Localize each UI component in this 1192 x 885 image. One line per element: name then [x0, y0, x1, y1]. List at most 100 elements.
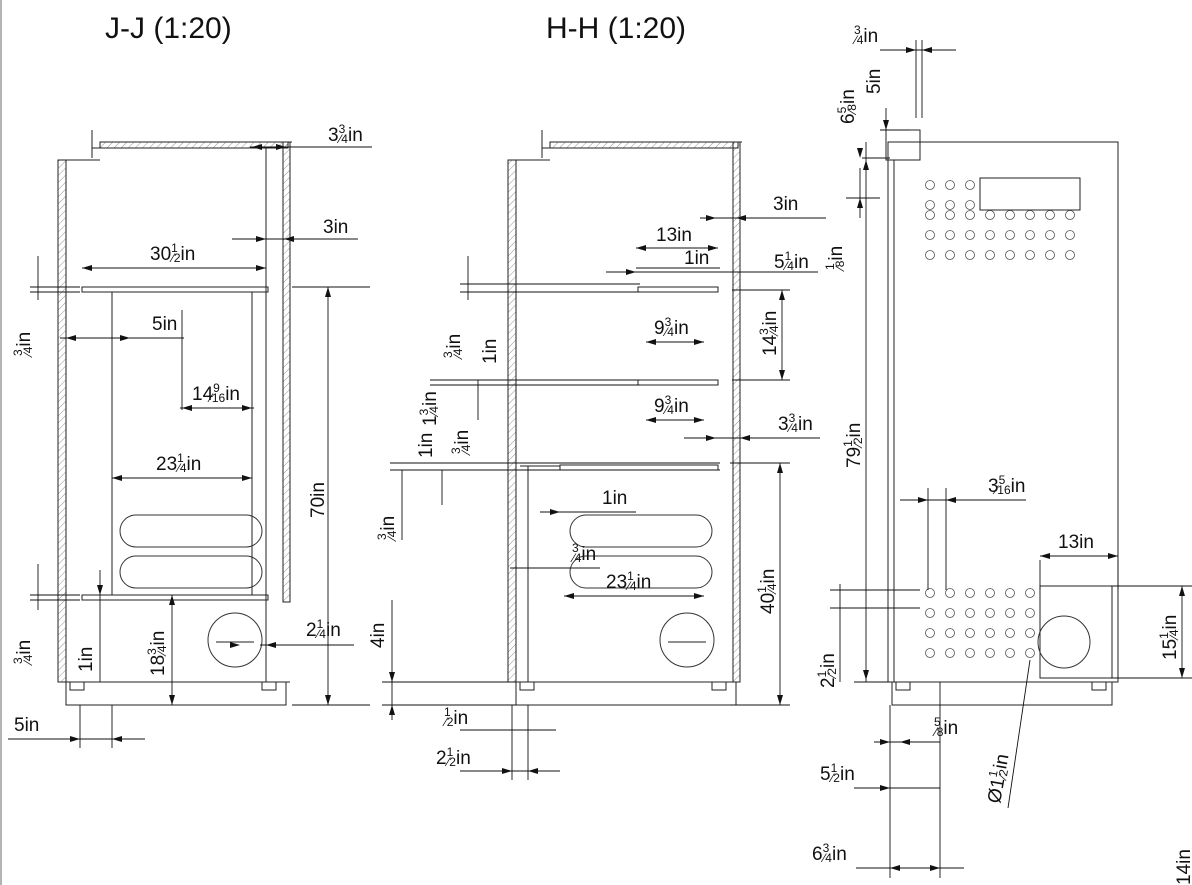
vent-hole	[945, 200, 955, 210]
front-view-cabinet	[885, 129, 1119, 706]
vent-hole	[925, 608, 935, 618]
vent-hole	[965, 628, 975, 638]
vent-hole	[1045, 250, 1055, 260]
vent-hole	[985, 230, 995, 240]
dim-jj-inset: 5in	[152, 314, 177, 335]
vent-hole	[1065, 250, 1075, 260]
dim-hh-lip: 1in	[684, 248, 709, 269]
vent-hole	[925, 200, 935, 210]
vent-hole	[1005, 250, 1015, 260]
vent-hole	[1025, 230, 1035, 240]
view-title-jj: J-J (1:20)	[105, 12, 232, 45]
dim-side-hole-row: 21⁄2in	[815, 653, 839, 688]
port-circle	[659, 612, 715, 668]
vent-hole	[1005, 588, 1015, 598]
dim-jj-shelf-thick-upper: 3⁄4in	[11, 332, 35, 359]
dim-jj-flange-offset: 33⁄4in	[328, 122, 363, 146]
vent-slot	[569, 514, 713, 548]
shelf-upper	[81, 286, 269, 293]
port-circle	[207, 612, 263, 668]
shelf-lower	[81, 594, 269, 601]
dim-jj-port-offset: 21⁄4in	[306, 617, 341, 641]
vent-hole	[925, 180, 935, 190]
dim-hh-wall-2: 33⁄4in	[778, 411, 813, 435]
vent-hole	[925, 250, 935, 260]
port-circle	[1037, 615, 1091, 669]
vent-hole	[1065, 230, 1075, 240]
dim-hh-shelf-depth: 13in	[656, 225, 692, 246]
vent-hole	[1045, 230, 1055, 240]
dim-side-base: 63⁄4in	[812, 841, 847, 865]
vent-slot	[119, 514, 263, 548]
vent-hole	[925, 628, 935, 638]
vent-hole	[925, 230, 935, 240]
dim-side-panel-height: 151⁄4in	[1157, 615, 1181, 660]
vent-hole	[1005, 608, 1015, 618]
dim-hh-inner-width: 231⁄4in	[606, 569, 651, 593]
vent-hole	[945, 648, 955, 658]
vent-hole	[1045, 210, 1055, 220]
dim-side-gap: 5⁄8in	[932, 715, 959, 739]
dim-jj-shelf-thick-lower: 3⁄4in	[11, 640, 35, 667]
dim-hh-panel: 3⁄4in	[570, 541, 597, 565]
vent-hole	[1005, 648, 1015, 658]
dim-side-height: 791⁄2in	[841, 423, 865, 468]
vent-hole	[1005, 628, 1015, 638]
dim-hh-thick-3: 3⁄4in	[375, 516, 399, 543]
dim-hh-gap-2: 1in	[416, 433, 437, 458]
display-panel	[979, 177, 1081, 211]
dim-hh-offset: 51⁄4in	[774, 249, 809, 273]
dim-hh-spacing: 143⁄4in	[757, 311, 781, 356]
dims-side-lines	[830, 40, 1192, 878]
dim-hh-thick-1: 3⁄4in	[441, 334, 465, 361]
shelf-hh-3	[559, 464, 719, 471]
vent-hole	[945, 628, 955, 638]
dim-side-hole-diameter: Ø11⁄2in	[981, 752, 1013, 805]
dim-hh-gap-1: 1in	[480, 339, 501, 364]
vent-hole	[1065, 210, 1075, 220]
dim-side-lip: 3⁄4in	[852, 23, 879, 47]
vent-hole	[1025, 250, 1035, 260]
vent-hole	[965, 250, 975, 260]
dim-hh-lip-2: 1in	[602, 488, 627, 509]
dim-side-foot: 51⁄2in	[820, 761, 855, 785]
vent-hole	[965, 200, 975, 210]
section-jj-cabinet	[57, 130, 292, 706]
dim-hh-base: 4in	[368, 623, 389, 648]
vent-hole	[945, 608, 955, 618]
dims-jj-lines	[8, 144, 372, 748]
vent-hole	[945, 250, 955, 260]
vent-hole	[1025, 210, 1035, 220]
dim-side-cut: 14in	[1174, 849, 1192, 885]
vent-hole	[965, 180, 975, 190]
dim-jj-base-gap: 1in	[76, 647, 97, 672]
view-title-hh: H-H (1:20)	[546, 12, 686, 45]
shelf-hh-1	[637, 286, 719, 293]
vent-hole	[985, 588, 995, 598]
vent-hole	[945, 210, 955, 220]
vent-hole	[985, 628, 995, 638]
vent-hole	[1005, 230, 1015, 240]
shelf-hh-2	[637, 379, 719, 386]
vent-hole	[965, 230, 975, 240]
dim-hh-half: 1⁄2in	[442, 705, 469, 729]
dim-hh-foot: 21⁄2in	[436, 745, 471, 769]
dim-jj-wall: 3in	[323, 217, 348, 238]
vent-hole	[925, 588, 935, 598]
dim-hh-shelf-2: 93⁄4in	[654, 393, 689, 417]
dim-hh-mid: 13⁄4in	[417, 391, 441, 426]
section-hh-cabinet	[507, 130, 742, 706]
vent-hole	[965, 210, 975, 220]
vent-hole	[945, 230, 955, 240]
vent-hole	[985, 250, 995, 260]
dim-hh-wall: 3in	[773, 194, 798, 215]
dim-hh-shelf-1: 93⁄4in	[654, 315, 689, 339]
vent-hole	[985, 648, 995, 658]
vent-hole	[965, 588, 975, 598]
dim-jj-shelf-width: 301⁄2in	[150, 241, 195, 265]
dim-hh-eighth: 1⁄8in	[823, 246, 847, 273]
vent-hole	[945, 588, 955, 598]
dim-jj-lower-shelf: 183⁄4in	[145, 631, 169, 676]
vent-hole	[1025, 628, 1035, 638]
